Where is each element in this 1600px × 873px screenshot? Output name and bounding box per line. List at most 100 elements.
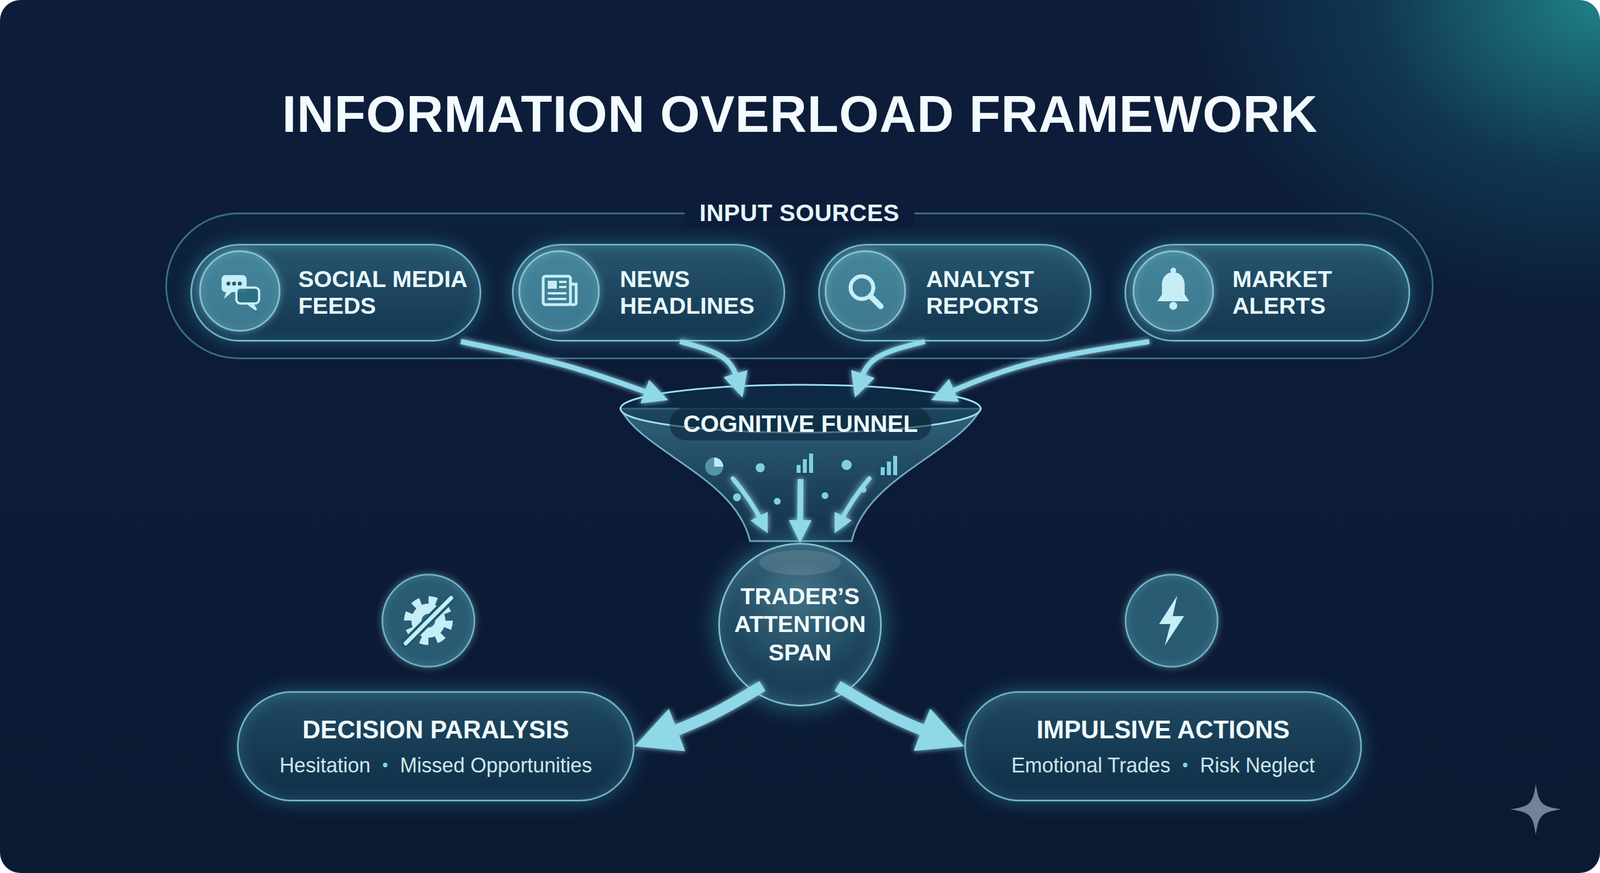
bell-icon — [1157, 267, 1190, 310]
diagram-title: INFORMATION OVERLOAD FRAMEWORK — [0, 84, 1600, 145]
node-label: COGNITIVE FUNNEL — [669, 407, 932, 441]
attention-circle: TRADER’S ATTENTION SPAN — [718, 542, 882, 707]
outcome-detail: Emotional Trades — [1011, 752, 1171, 778]
gear-icon — [407, 600, 449, 641]
outcome-heading: DECISION PARALYSIS — [302, 714, 569, 745]
gear-icon — [421, 613, 436, 628]
funnel-particles — [841, 459, 852, 470]
funnel-particles — [755, 463, 765, 473]
bell-icon — [1170, 267, 1177, 274]
chat-icon — [226, 281, 231, 286]
outcome-heading: IMPULSIVE ACTIONS — [1036, 714, 1290, 745]
gear-icon — [382, 574, 475, 667]
flow-arrow — [680, 341, 739, 383]
newspaper-icon — [547, 280, 557, 289]
gear-icon — [405, 597, 452, 644]
funnel-outline — [619, 377, 982, 541]
flow-arrow — [660, 685, 763, 737]
newspaper-icon — [547, 292, 567, 295]
sparkle-watermark — [1510, 783, 1562, 835]
funnel-particles — [802, 459, 807, 473]
newspaper-icon — [547, 297, 567, 300]
newspaper-icon — [519, 251, 599, 331]
chat-icon — [221, 275, 260, 310]
funnel-particles — [732, 493, 741, 502]
funnel-particles — [796, 464, 801, 473]
chat-icon — [247, 303, 256, 310]
chat-icon — [236, 287, 260, 304]
node-label: ANALYST REPORTS — [926, 265, 1090, 320]
chat-icon — [221, 275, 247, 293]
group-box: INPUT SOURCESSOCIAL MEDIA FEEDSNEWS HEAD… — [165, 212, 1434, 360]
flow-arrow — [460, 341, 654, 395]
newspaper-icon — [543, 276, 577, 305]
outcome-details: Emotional Trades Risk Neglect — [1011, 752, 1315, 778]
flow-arrow — [944, 341, 1150, 395]
newspaper-icon — [543, 276, 571, 305]
chat-icon — [223, 292, 232, 299]
outcome-pill: DECISION PARALYSIS Hesitation Missed Oppor… — [236, 690, 635, 802]
node-label: SOCIAL MEDIA FEEDS — [298, 265, 480, 320]
outcome-pill: IMPULSIVE ACTIONS Emotional Trades Risk Ne… — [964, 690, 1362, 802]
lightning-icon — [1125, 574, 1218, 667]
outcome-detail: Missed Opportunities — [400, 752, 593, 778]
funnel-particles — [714, 457, 724, 467]
node-label: MARKET ALERTS — [1232, 265, 1409, 320]
node-label: NEWS HEADLINES — [619, 265, 784, 320]
chat-icon — [200, 251, 280, 331]
newspaper-icon — [519, 251, 599, 331]
gear-icon — [405, 597, 452, 644]
bell-icon — [1169, 301, 1178, 310]
funnel-particles — [893, 455, 898, 475]
funnel-side-arrows — [732, 478, 870, 523]
magnifier-icon — [850, 276, 881, 307]
funnel-particles — [860, 486, 867, 493]
bell-icon — [1157, 272, 1190, 302]
source-pill: MARKET ALERTS — [1124, 243, 1411, 342]
gear-icon — [405, 597, 452, 644]
funnel-side-arrows — [839, 478, 870, 523]
outcome-detail: Hesitation — [279, 752, 371, 778]
funnel-particles — [880, 467, 885, 475]
funnel-particles — [886, 461, 891, 475]
source-pill: ANALYST REPORTS — [818, 243, 1092, 342]
gloss-highlight — [759, 550, 841, 575]
funnel-particles — [773, 497, 781, 505]
separator-dot — [1182, 762, 1188, 768]
funnel-particles — [705, 457, 724, 476]
flow-arrow — [837, 685, 939, 737]
bell-icon — [1133, 251, 1214, 331]
outcome-detail: Risk Neglect — [1200, 752, 1315, 778]
separator-dot — [382, 762, 388, 768]
funnel-particles — [705, 453, 898, 505]
chat-icon — [200, 251, 280, 331]
funnel-side-arrows — [732, 478, 763, 523]
chat-icon — [238, 281, 243, 286]
edge-group — [460, 341, 1150, 737]
magnifier-icon — [870, 296, 881, 307]
magnifier-icon — [850, 276, 874, 299]
gear-icon — [382, 574, 475, 667]
magnifier-icon — [825, 251, 906, 331]
newspaper-icon — [559, 285, 567, 289]
group-heading: INPUT SOURCES — [684, 198, 915, 228]
source-pill: SOCIAL MEDIA FEEDS — [190, 243, 482, 342]
lightning-icon — [1125, 574, 1218, 667]
lightning-icon — [1159, 595, 1185, 646]
gear-icon — [411, 603, 446, 638]
magnifier-icon — [825, 251, 906, 331]
chat-icon — [232, 281, 237, 286]
source-pill: NEWS HEADLINES — [511, 243, 786, 342]
funnel-particles — [809, 453, 814, 473]
newspaper-icon — [559, 280, 567, 283]
flow-arrow — [797, 478, 804, 529]
newspaper-icon — [570, 284, 577, 305]
funnel-particles — [821, 492, 829, 499]
flow-arrow — [859, 341, 925, 383]
funnel-shape: COGNITIVE FUNNEL — [619, 377, 982, 541]
outcome-details: Hesitation Missed Opportunities — [279, 752, 593, 778]
